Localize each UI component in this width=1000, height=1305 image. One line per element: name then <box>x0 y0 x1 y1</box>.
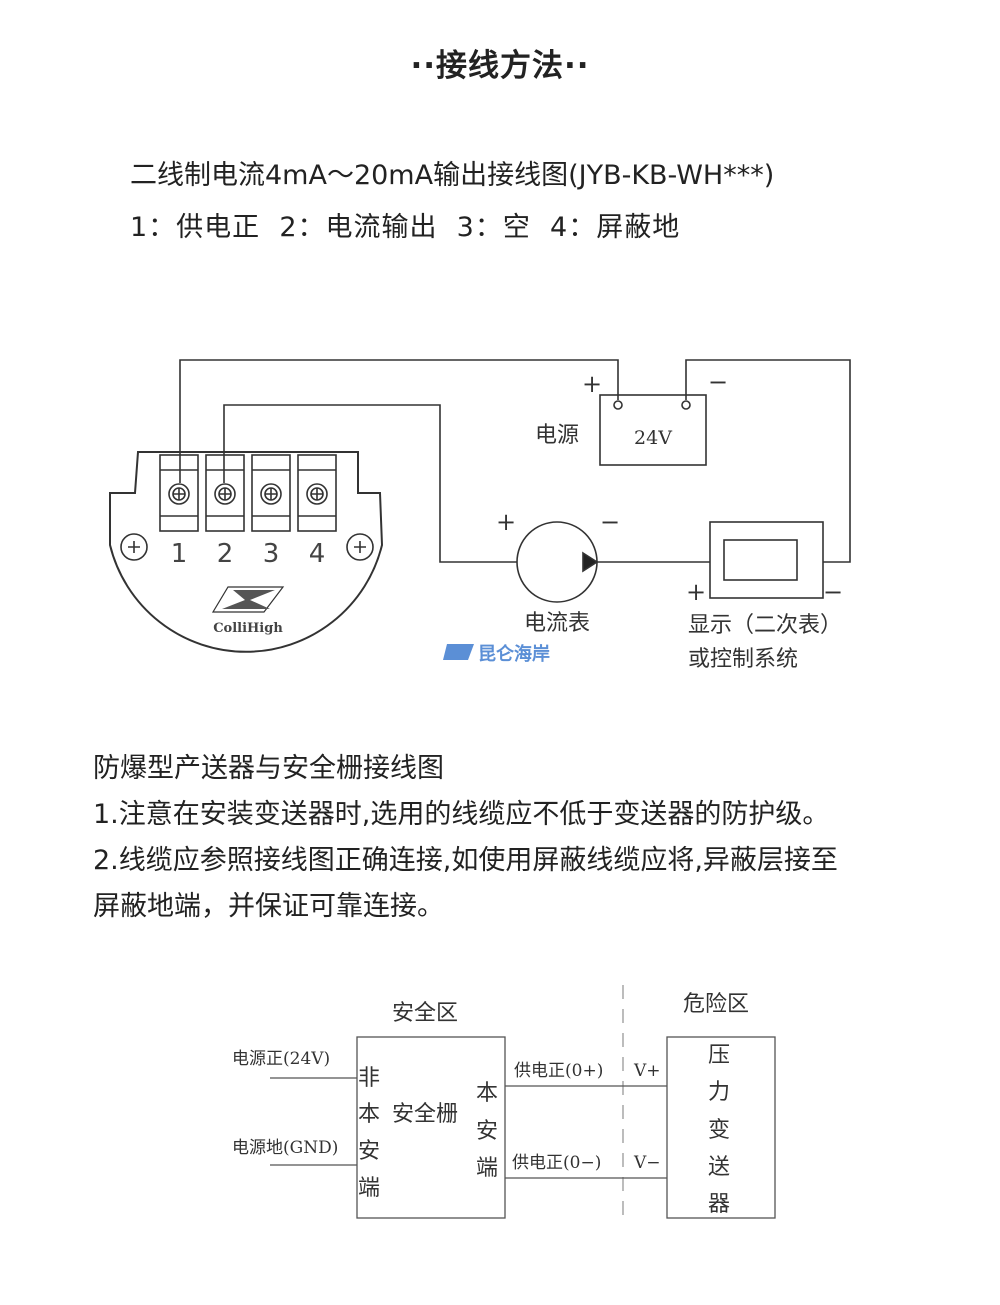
transmitter-char: 力 <box>708 1080 730 1105</box>
terminal-block-housing <box>109 451 384 653</box>
non-is-char: 端 <box>358 1176 380 1201</box>
power-positive-label: 电源正(24V) <box>232 1049 330 1069</box>
mount-hole-icon <box>346 533 374 561</box>
safety-barrier-box <box>356 1036 506 1219</box>
wiring-heading-two-wire: 二线制电流4mA～20mA输出接线图(JYB-KB-WH***) <box>130 160 775 191</box>
mount-hole-icon <box>120 533 148 561</box>
barrier-label: 安全栅 <box>392 1102 458 1127</box>
watermark-logo: 昆仑海岸 <box>443 643 550 665</box>
minus-sign: − <box>708 368 728 396</box>
plus-sign: + <box>496 508 516 536</box>
transmitter-char: 变 <box>708 1118 730 1143</box>
terminal-number: 3 <box>263 539 280 569</box>
power-label: 电源 <box>535 423 579 448</box>
terminal-number: 4 <box>309 539 326 569</box>
wire-terminal-2 <box>223 404 517 563</box>
screw-icon <box>214 483 236 505</box>
is-char: 安 <box>476 1119 498 1144</box>
note-2-continued: 屏蔽地端，并保证可靠连接。 <box>93 891 444 922</box>
safe-zone-label: 安全区 <box>392 1001 458 1026</box>
is-char: 端 <box>476 1156 498 1181</box>
power-supply-box <box>599 394 707 466</box>
v-plus-label: V+ <box>633 1061 661 1081</box>
hazard-zone-label: 危险区 <box>683 992 749 1017</box>
terminal-legend: 1：供电正 2：电流输出 3：空 4：屏蔽地 <box>130 212 681 243</box>
plus-sign: + <box>582 370 602 398</box>
is-char: 本 <box>476 1081 498 1106</box>
v-minus-label: V− <box>633 1153 661 1173</box>
barrier-heading: 防爆型产送器与安全栅接线图 <box>93 753 444 784</box>
wire-terminal-1 <box>179 359 619 483</box>
screw-icon <box>168 483 190 505</box>
screw-icon <box>306 483 328 505</box>
note-2: 2.线缆应参照接线图正确连接,如使用屏蔽线缆应将,异蔽层接至 <box>93 845 838 876</box>
non-is-char: 本 <box>358 1102 380 1127</box>
note-1: 1.注意在安装变送器时,选用的线缆应不低于变送器的防护级。 <box>93 799 830 830</box>
transmitter-box <box>666 1036 776 1219</box>
transmitter-char: 送 <box>708 1155 730 1180</box>
barrier-diagram: 安全区 危险区 电源正(24V) 电源地(GND) 非 本 安 端 安全栅 本 … <box>232 985 776 1219</box>
colihigh-logo: ColliHigh <box>211 586 285 636</box>
terminal-number: 2 <box>217 539 234 569</box>
power-value: 24V <box>634 427 672 449</box>
display-label: 显示（二次表） <box>688 613 842 638</box>
transmitter-char: 压 <box>708 1043 730 1068</box>
plus-sign: + <box>686 578 706 606</box>
wire-supply-negative <box>685 359 851 563</box>
display-box <box>709 521 824 599</box>
display-label-2: 或控制系统 <box>688 647 798 672</box>
terminals <box>120 454 374 561</box>
minus-sign: − <box>823 578 843 606</box>
screw-icon <box>260 483 282 505</box>
minus-sign: − <box>600 508 620 536</box>
ammeter-label: 电流表 <box>524 611 590 636</box>
non-is-char: 安 <box>358 1139 380 1164</box>
transmitter-char: 器 <box>708 1192 730 1217</box>
terminal-number: 1 <box>171 539 188 569</box>
power-ground-label: 电源地(GND) <box>232 1138 338 1158</box>
logo-text: ColliHigh <box>213 621 283 636</box>
page-title: ··接线方法·· <box>410 48 590 84</box>
supply-positive-label: 供电正(0+) <box>514 1061 603 1081</box>
two-wire-diagram: 1 2 3 4 ColliHigh 电源 24V + − + − + − <box>109 359 851 672</box>
non-is-char: 非 <box>358 1066 380 1091</box>
supply-negative-label: 供电正(0−) <box>512 1153 601 1173</box>
watermark-text: 昆仑海岸 <box>478 643 550 665</box>
